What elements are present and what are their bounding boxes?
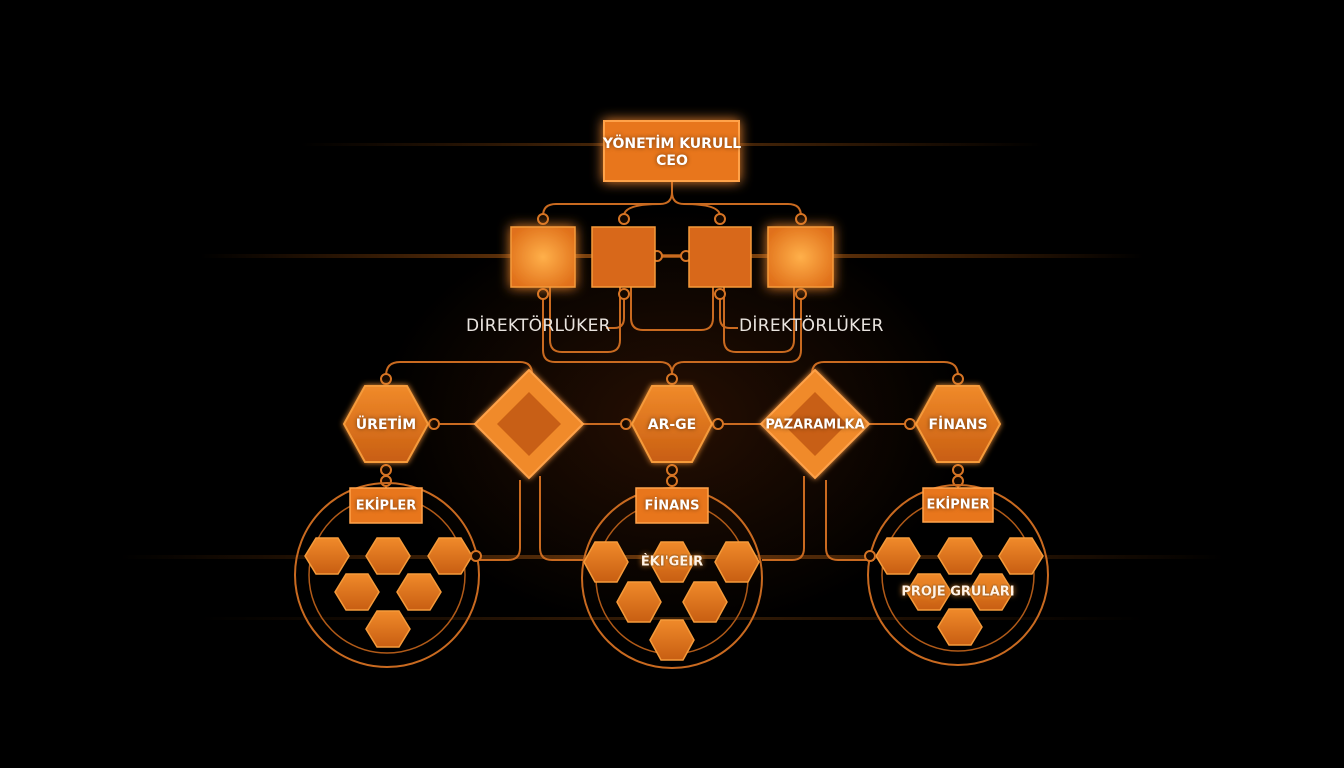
directorate-box-1 [510, 226, 576, 288]
department-label-pazarlama: PAZARAMLKA [765, 417, 865, 433]
directorate-box-2 [591, 226, 656, 288]
department-label-arge: AR-GE [647, 417, 697, 433]
cluster-header-finans: FİNANS [644, 498, 700, 514]
cluster-overlay-ekipler: ЀKI'GEIR [640, 554, 704, 570]
diamond-pazarlama [759, 368, 871, 480]
cluster-header-ekipner: EKİPNER [926, 497, 990, 513]
directorate-box-3 [688, 226, 752, 288]
directorates-label-left: DİREKTÖRLÜKER [466, 316, 611, 336]
department-label-finans: FİNANS [928, 417, 988, 433]
directorates-label-right: DİREKTÖRLÜKER [739, 316, 884, 336]
diamond-left [473, 368, 585, 480]
department-label-uretim: ÜRETİM [355, 417, 417, 433]
board-title: YÖNETİM KURULL [602, 136, 742, 152]
cluster-left [294, 482, 482, 668]
directorate-box-4 [767, 226, 834, 288]
hexagon-finans [914, 385, 1002, 463]
ceo-title: CEO [656, 153, 688, 169]
ceo-box [603, 120, 740, 182]
departments [342, 368, 1002, 480]
ceo-label: YÖNETİM KURULL CEO [603, 136, 741, 170]
directorate-boxes [510, 226, 834, 288]
hexagon-arge [630, 385, 714, 463]
cluster-right [864, 484, 1049, 666]
cluster-header-ekipler: EKİPLER [355, 498, 417, 514]
cluster-overlay-proje-gruplari: PROJE GRULARI [901, 584, 1015, 600]
cluster-center [581, 487, 763, 669]
hexagon-uretim [342, 385, 430, 463]
